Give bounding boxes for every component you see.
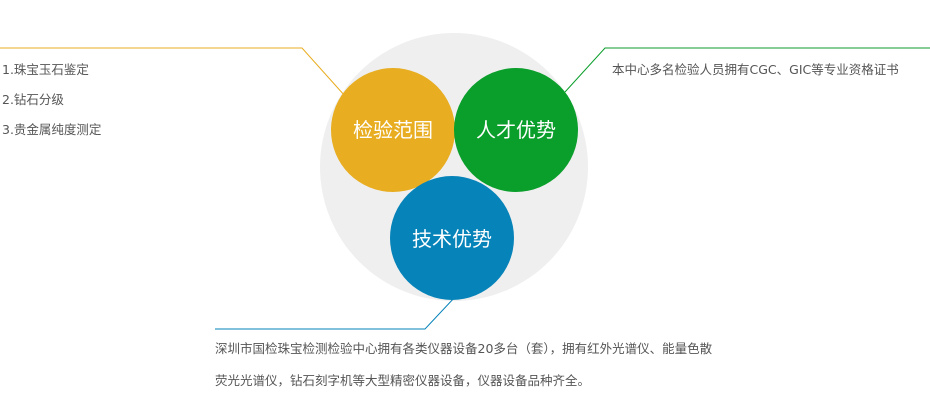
scope-item: 3.贵金属纯度测定 <box>2 122 102 137</box>
tech-description-line-1: 深圳市国检珠宝检测检验中心拥有各类仪器设备20多台（套），拥有红外光谱仪、能量色… <box>215 341 713 356</box>
scope-circle[interactable] <box>331 68 455 192</box>
talent-connector-line <box>564 47 930 93</box>
scope-item: 2.钻石分级 <box>2 92 64 107</box>
scope-item: 1.珠宝玉石鉴定 <box>2 62 89 77</box>
talent-description: 本中心多名检验人员拥有CGC、GIC等专业资格证书 <box>612 62 899 77</box>
scope-item-list: 1.珠宝玉石鉴定 2.钻石分级 3.贵金属纯度测定 <box>2 60 101 150</box>
tech-circle-label: 技术优势 <box>412 227 492 251</box>
scope-connector-line <box>0 47 346 97</box>
tech-description-line-2: 荧光光谱仪，钻石刻字机等大型精密仪器设备，仪器设备品种齐全。 <box>215 373 591 388</box>
tech-description: 深圳市国检珠宝检测检验中心拥有各类仪器设备20多台（套），拥有红外光谱仪、能量色… <box>215 336 815 400</box>
tech-connector-line <box>215 296 456 330</box>
scope-circle-label: 检验范围 <box>353 118 433 142</box>
talent-circle[interactable] <box>454 68 578 192</box>
tech-circle[interactable] <box>390 176 514 300</box>
talent-circle-label: 人才优势 <box>476 118 556 142</box>
